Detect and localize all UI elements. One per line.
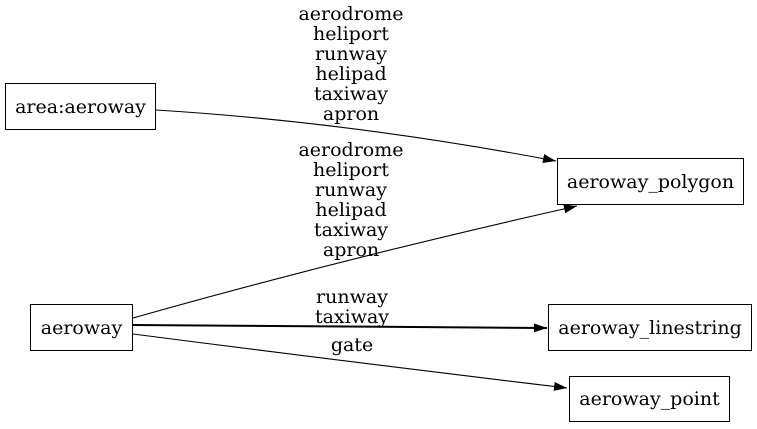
edge-label-line: apron <box>322 103 380 125</box>
edge-label-line: heliport <box>313 23 389 45</box>
edge-label-aeroway-to-linestring: runway taxiway <box>287 287 417 327</box>
edge-aeroway-to-aeroway-polygon <box>132 204 578 319</box>
edge-label-line: taxiway <box>313 83 389 105</box>
edge-label-line: apron <box>322 239 380 261</box>
node-aeroway: aeroway <box>30 304 133 351</box>
edge-aeroway-to-aeroway-linestring <box>131 323 548 333</box>
edge-label-line: heliport <box>313 159 389 181</box>
edge-label-line: taxiway <box>314 306 390 328</box>
edge-label-line: runway <box>315 179 387 201</box>
node-aeroway-linestring: aeroway_linestring <box>548 304 752 351</box>
edge-aeroway-to-aeroway-point <box>132 333 568 391</box>
edge-label-line: helipad <box>315 199 387 221</box>
edge-label-line: runway <box>315 43 387 65</box>
node-aeroway-polygon: aeroway_polygon <box>557 158 744 205</box>
edge-label-line: aerodrome <box>298 139 404 161</box>
edge-area-aeroway-to-aeroway-polygon <box>155 109 557 164</box>
edge-label-aeroway-to-point: gate <box>287 335 417 355</box>
edge-label-line: helipad <box>315 63 387 85</box>
edge-label-line: taxiway <box>313 219 389 241</box>
edge-label-aeroway-to-polygon: aerodrome heliport runway helipad taxiwa… <box>286 140 416 260</box>
node-area-aeroway: area:aeroway <box>5 83 156 130</box>
node-aeroway-point: aeroway_point <box>569 376 730 422</box>
edge-label-line: gate <box>330 334 374 356</box>
edge-label-line: aerodrome <box>298 3 404 25</box>
edge-label-line: runway <box>316 286 388 308</box>
edge-label-area-aeroway-to-polygon: aerodrome heliport runway helipad taxiwa… <box>286 4 416 124</box>
